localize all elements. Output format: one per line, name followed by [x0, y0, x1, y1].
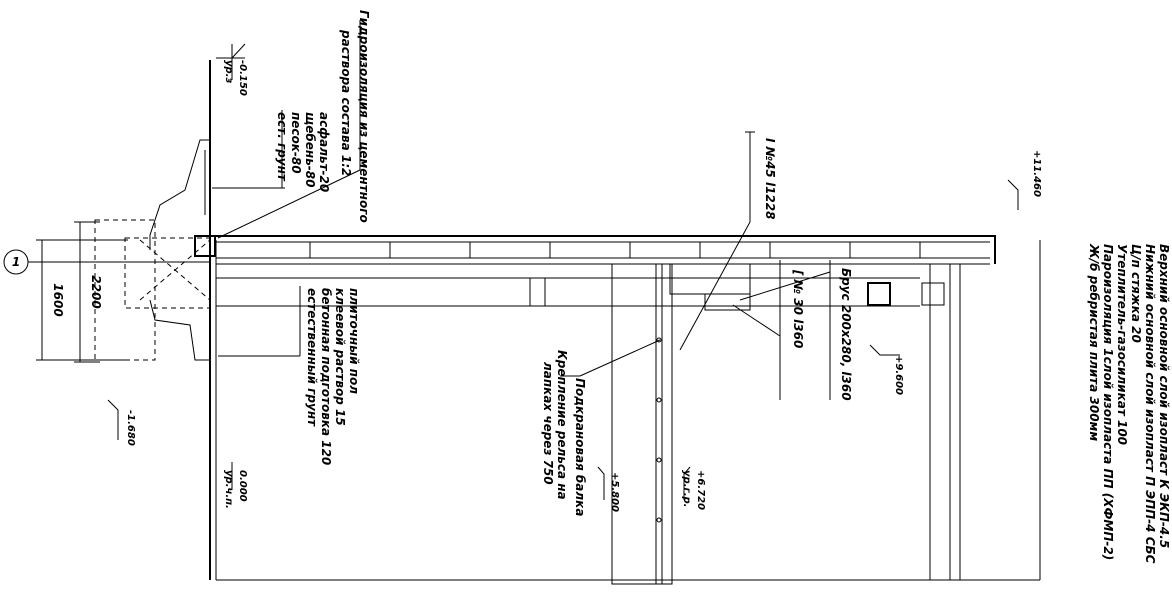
mark-m1680: -1.680 — [125, 410, 136, 446]
mark-m0150: -0.150 — [237, 60, 248, 96]
mark-9600: +9.600 — [893, 355, 904, 395]
rail-fix-label-1: Крепление рельса на — [555, 350, 569, 500]
roof-layer-6: Ж/б ребристая плита 300мм — [1087, 243, 1101, 441]
level-ch-p: ур.ч.п. — [223, 470, 234, 509]
waterproof-label-2: раствора состава 1:2 — [339, 29, 353, 176]
axis-1-marker: 1 — [3, 249, 210, 275]
axis-1-label: 1 — [12, 255, 20, 269]
crane-beam-label: Подкрановая балка — [573, 378, 587, 516]
roof-layer-2: Нижний основной слой изопласт П ЭПП-4 СБ… — [1143, 244, 1157, 564]
roof-layer-3: Ц/п стяжка 20 — [1129, 244, 1143, 343]
mark-5800: +5.800 — [609, 472, 620, 512]
brus-label: Брус 200х280, l360 — [839, 268, 853, 401]
level-gr: ур.г.р. — [681, 470, 692, 507]
channel-label: [ № 30 l360 — [791, 269, 805, 348]
mark-11460: +11.460 — [1031, 150, 1042, 197]
leader-lines — [212, 20, 1041, 581]
roof-slab — [210, 235, 996, 265]
level-markers — [107, 43, 1019, 500]
ibeam-label: I №45 l1228 — [763, 138, 777, 219]
rail-fix-label-2: лапках через 750 — [541, 362, 555, 485]
dimension-lines — [36, 221, 128, 363]
natural-soil-layer: естественный грунт — [305, 288, 319, 427]
concrete-prep-layer: бетонная подготовка 120 — [319, 288, 333, 465]
structure-lines — [216, 263, 1030, 585]
level-ur3: ур.з — [223, 60, 234, 83]
roof-layer-1: Верхний основной слой изопласт К ЭКП-4.5 — [1157, 244, 1171, 548]
rail-fixings — [656, 337, 662, 523]
glue-layer: клеевой раствор 15 — [333, 288, 347, 426]
asphalt-layer: асфальт-20 — [317, 112, 331, 192]
roof-layer-5: Пароизоляция 1слой изопласта ПП (ХФМП-2) — [1101, 244, 1115, 560]
roof-layer-4: Утеплитель-газосиликат 100 — [1115, 244, 1129, 445]
foundation-footing — [94, 219, 216, 361]
dimension-2200: 2200 — [89, 275, 103, 308]
mark-6720: +6.720 — [695, 470, 706, 510]
mark-0000: 0.000 — [237, 470, 248, 502]
nat-soil-top: ест. грунт — [275, 112, 289, 182]
sand-layer: песок-80 — [289, 112, 303, 174]
gravel-layer: щебень-80 — [303, 112, 317, 187]
floor-tile-layer: плиточный пол — [347, 288, 361, 394]
ground-profile — [149, 60, 217, 580]
dimension-1600: 1600 — [51, 283, 65, 316]
waterproof-label-1: Гидроизоляция из цементного — [357, 10, 371, 223]
